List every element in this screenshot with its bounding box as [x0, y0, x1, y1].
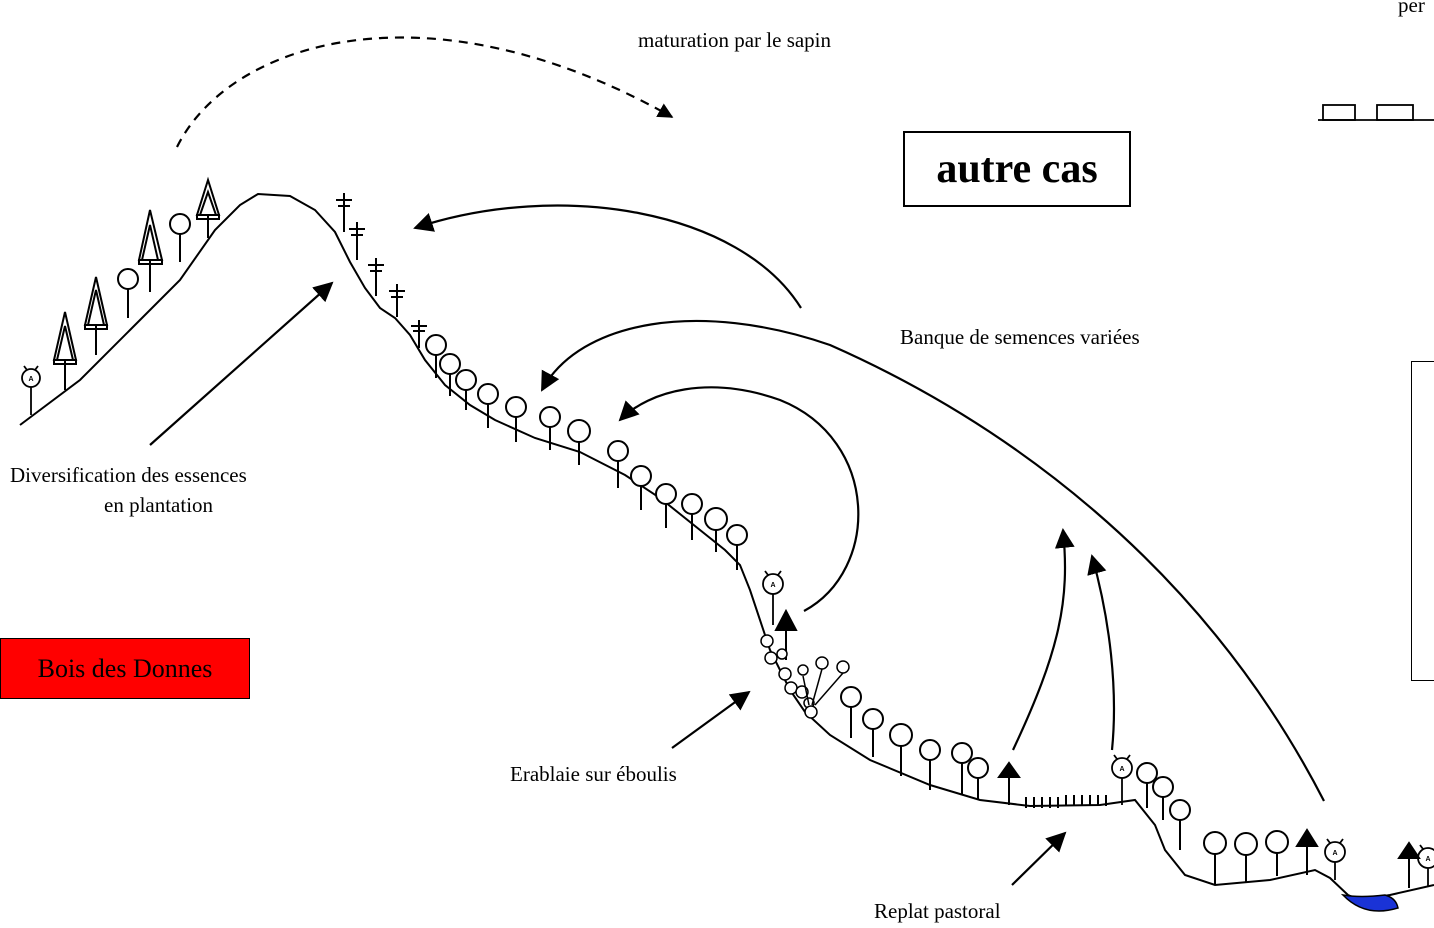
right-frame [1411, 361, 1434, 681]
buildings [1318, 105, 1434, 120]
maturation-label: maturation par le sapin [638, 25, 831, 57]
svg-text:A: A [1120, 766, 1125, 773]
banque-label: Banque de semences variées [900, 322, 1140, 354]
top-cut-label: per [1398, 0, 1425, 22]
replat-label: Replat pastoral [874, 896, 1001, 928]
svg-text:A: A [1333, 850, 1338, 857]
svg-text:A: A [1426, 856, 1431, 863]
svg-text:A: A [771, 582, 776, 589]
site-label-box: Bois des Donnes [0, 638, 250, 699]
scree-stones [761, 635, 849, 718]
water-pond [1343, 895, 1398, 911]
erablaie-label: Erablaie sur éboulis [510, 759, 677, 791]
deciduous-trees [118, 214, 1288, 884]
pointer-arrows [150, 283, 1065, 885]
diversification-label-line2: en plantation [104, 490, 213, 522]
cross-trees [336, 193, 427, 348]
diversification-label-line1: Diversification des essences [10, 460, 247, 492]
svg-text:A: A [29, 376, 34, 383]
dashed-arrow [177, 37, 672, 147]
title-box: autre cas [903, 131, 1131, 207]
terrain-profile [20, 194, 1434, 900]
maple-trees: A A A A A [22, 366, 1434, 886]
